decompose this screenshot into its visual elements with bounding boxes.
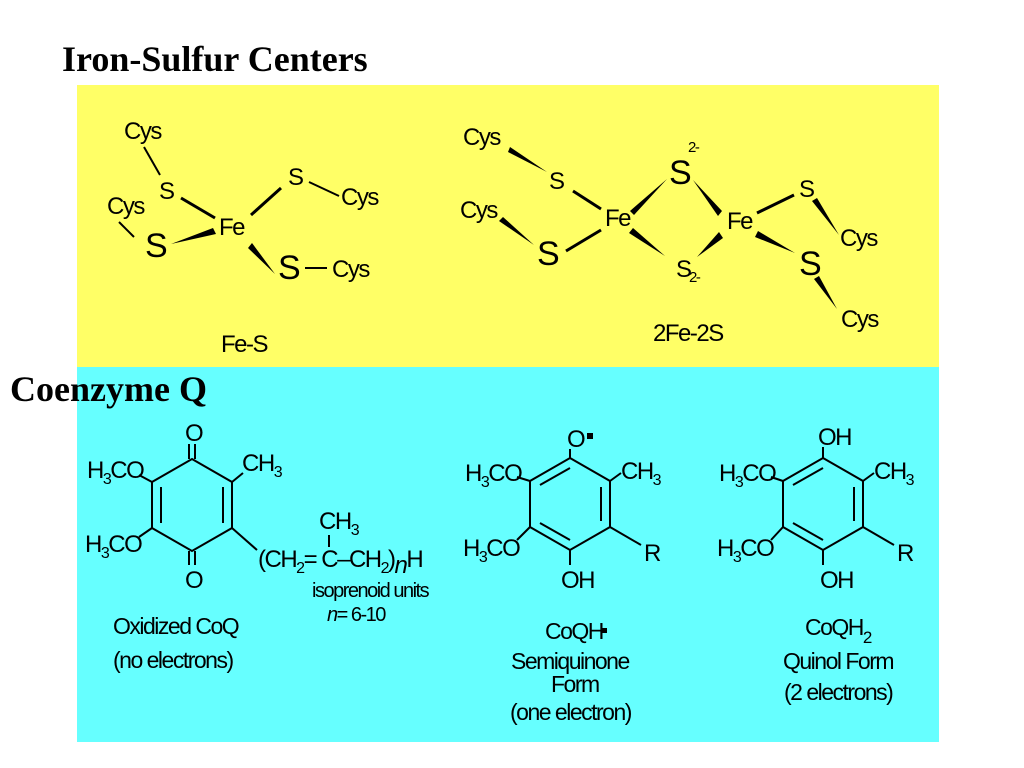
oxidized-n-range-label: n= 6-10 [327,604,386,626]
oxidized-bond-ch3 [231,472,244,483]
fe2s2-wedge-cys-s-top [508,147,547,172]
fes-s-upper-right-label: S [288,164,303,191]
fes-caption: Fe-S [221,331,268,358]
fes-wedge-s-fe-left [171,228,216,244]
fes-cys-right-label: Cys [341,184,379,211]
semiquinone-structure: O H3CO H3CO CH3 R OH CoQH Semiquinone Fo… [463,426,663,725]
iron-sulfur-panel: Cys S Cys S Fe S Cys S Cys Fe-S Cys S Cy… [77,85,939,367]
semiquinone-h3co-top-label: H3CO [465,460,522,491]
quinol-ring-inner-top [792,467,824,486]
coenzyme-q-background [77,367,939,742]
fe2s2-wedge-s-fe-top-right [693,180,722,216]
semiquinone-radical-dot [587,433,593,439]
fes-s-upper-left-label: S [159,178,174,205]
fes-bond-s-cys-right [308,181,340,197]
fe2s2-wedge-cys-s-left [499,217,534,245]
semiquinone-bond-ch3 [609,472,622,482]
oxidized-ch3-label: CH3 [242,450,283,481]
semiquinone-caption-line1: CoQH [545,618,603,644]
fe2s2-cys-right-label: Cys [840,225,878,252]
semiquinone-bond-r [609,526,642,546]
fes-s-lower-label: S [278,249,300,287]
fe2s2-wedge-fe-s-top-left [630,179,667,215]
oxidized-caption-line2: (no electrons) [113,647,233,673]
quinol-bond-ch3 [862,472,875,482]
fe2s2-bond-fe-s-right-upper [756,193,795,215]
quinol-bond-h3co-bottom [770,526,784,541]
quinol-oh-bottom-label: OH [820,567,853,594]
fe2s2-s-left-label: S [537,235,559,273]
fe2s2-s-top-right-label: S [799,176,814,203]
fe2s2-wedge-s-cys-right-lower [814,276,837,309]
fes-bond-cys-s-left [118,221,135,238]
fe2s2-s-bridge-top-label: S [669,154,691,192]
fe2s2-wedge-s-fe-bottom-right [697,232,723,257]
fe2s2-s-bottom-right-label: S [799,245,821,283]
semiquinone-caption-line4: (one electron) [510,699,632,725]
fes-s-left-label: S [145,227,167,265]
semiquinone-bond-h3co-top [516,476,531,482]
fe2s2-charge-top: 2- [688,139,700,156]
quinol-r-label: R [897,540,914,567]
semiquinone-h3co-bottom-label: H3CO [463,535,520,566]
fes-cys-left-label: Cys [107,193,145,220]
oxidized-isoprenoid-label: isoprenoid units [312,580,430,602]
semiquinone-caption-radical-dot [602,628,607,633]
fes-fe-label: Fe [219,214,245,241]
oxidized-bond-chain [231,527,258,551]
fe2s2-cys-left-label: Cys [460,197,498,224]
semiquinone-bond-h3co-bottom [516,526,531,541]
oxidized-h3co-bottom-label: H3CO [85,531,142,562]
fe2s2-s-bridge-bottom-label: S [676,256,691,283]
semiquinone-ring-inner-top [539,467,571,486]
semiquinone-caption-line2: Semiquinone [511,648,629,674]
oxidized-bond-h3co-bottom [138,527,153,538]
coenzyme-q-title: Coenzyme Q [10,369,207,409]
coenzyme-q-panel: O O H3CO H3CO CH3 (CH2= C–CH2)nH CH3 iso… [77,367,939,742]
fe2s2-structure: Cys S Cys S Fe S 2- S 2- Fe S Cys S Cys … [460,124,881,347]
fes-bond-fe-s-upper-right [249,186,283,217]
fes-cys-top-label: Cys [124,118,162,145]
fes-bond-s-fe [180,196,216,220]
fes-bond-cys-s [143,146,161,176]
quinol-bond-h3co-top [770,476,784,482]
fe2s2-fe-left-label: Fe [605,205,631,232]
semiquinone-o-label: O [567,426,585,453]
fe2s2-wedge-fe-s-right-lower [755,231,795,253]
oxidized-chain-label: (CH2= C–CH2)nH [258,546,422,579]
quinol-oh-top-label: OH [818,424,851,451]
semiquinone-r-label: R [644,540,661,567]
fe2s2-caption: 2Fe-2S [653,320,723,347]
semiquinone-oh-label: OH [561,567,594,594]
fe2s2-s-top-left-label: S [549,168,564,195]
quinol-caption-line1: CoQH2 [805,614,872,647]
quinol-caption-line3: (2 electrons) [784,679,893,705]
semiquinone-ring-inner-bottom [539,522,571,541]
quinol-h3co-top-label: H3CO [719,460,776,491]
quinol-bond-r [862,526,895,546]
fe2s2-bond-s-fe-left-upper [572,189,602,211]
fe2s2-cys-bottom-right-label: Cys [841,306,879,333]
fes-cys-lower-label: Cys [332,256,370,283]
fe2s2-bond-s-fe-left-lower [565,228,602,253]
oxidized-o-bottom-label: O [185,567,203,594]
oxidized-caption-line1: Oxidized CoQ [113,613,239,639]
quinol-caption-line2: Quinol Form [783,648,893,674]
quinol-ring-inner-bottom [792,522,824,541]
fe2s2-fe-right-label: Fe [727,208,753,235]
fe2s2-wedge-fe-s-bottom-left [629,228,665,256]
quinol-structure: OH H3CO H3CO CH3 R OH CoQH2 Quinol Form … [717,424,916,705]
fe2s2-charge-bottom: 2- [689,269,701,286]
oxidized-bond-h3co-top [138,474,153,483]
oxidized-h3co-top-label: H3CO [87,457,144,488]
fe2s2-wedge-s-cys-right-upper [812,198,839,235]
quinol-h3co-bottom-label: H3CO [717,535,774,566]
fe-s-structure: Cys S Cys S Fe S Cys S Cys Fe-S [107,118,381,358]
semiquinone-caption-line3: Form [551,671,599,697]
fe2s2-cys-top-left-label: Cys [463,124,501,151]
iron-sulfur-title: Iron-Sulfur Centers [62,39,368,79]
fes-wedge-fe-s-lower [248,243,275,274]
oxidized-o-top-label: O [185,420,203,447]
oxidized-coq-structure: O O H3CO H3CO CH3 (CH2= C–CH2)nH CH3 iso… [85,420,431,673]
